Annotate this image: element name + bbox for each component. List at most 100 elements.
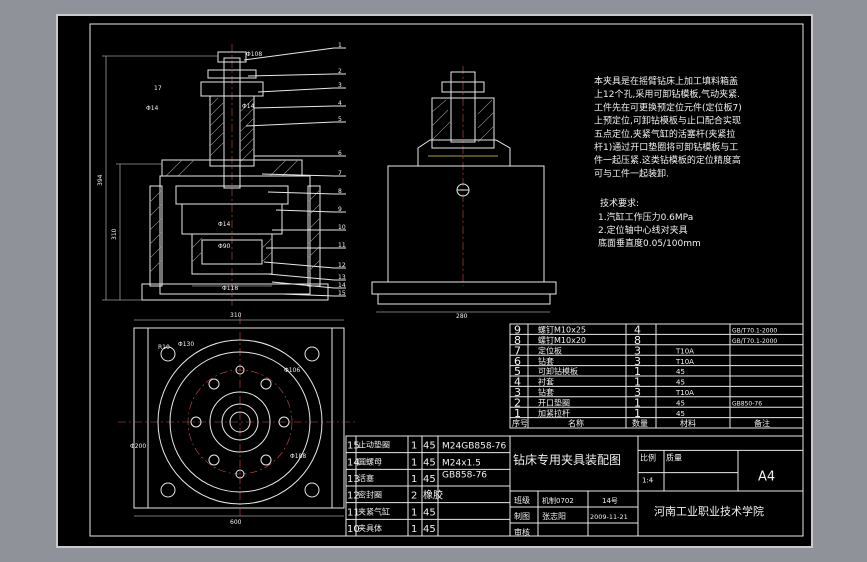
lower-bom-no: 15 xyxy=(347,441,360,452)
bom-no: 9 xyxy=(514,324,521,337)
note-line: 本夹具是在摇臂钻床上加工填料箱盖 xyxy=(594,75,738,87)
balloon-label: 12 xyxy=(338,262,346,269)
lower-bom-qty: 1 xyxy=(411,441,417,452)
bom-name: 可卸钻模板 xyxy=(538,366,578,376)
lower-bom-material: 45 xyxy=(423,474,436,485)
bom-material: T10A xyxy=(675,389,694,397)
balloon-label: 3 xyxy=(338,82,342,89)
balloon-leader xyxy=(261,173,335,177)
bom-qty: 1 xyxy=(634,365,641,378)
lower-bom-no: 11 xyxy=(347,507,360,518)
weight-label: 质量 xyxy=(666,452,682,462)
balloon-leader xyxy=(253,105,335,109)
bom-qty: 3 xyxy=(634,355,641,368)
dim-shaft-dia: Φ14 xyxy=(242,103,255,110)
dim-side-width: 280 xyxy=(456,313,468,320)
note-line: 上12个孔,采用可卸钻模板,气动夹紧. xyxy=(594,88,740,100)
bom-qty: 1 xyxy=(634,407,641,420)
bom-no: 5 xyxy=(514,365,521,378)
balloon-label: 4 xyxy=(338,100,342,107)
balloon-label: 15 xyxy=(338,290,346,297)
balloon-label: 1 xyxy=(338,42,342,49)
balloon-leader xyxy=(263,261,335,269)
note-line: 上预定位,可卸钻模板与止口配合实现 xyxy=(594,115,741,127)
bom-qty: 4 xyxy=(634,324,641,337)
balloon-label: 7 xyxy=(338,170,342,177)
note-line: 杆1)通过开口垫圈将可卸钻模板与工 xyxy=(594,141,738,153)
bom-name: 钻套 xyxy=(538,387,554,397)
dim-plan-r2: R10 xyxy=(158,344,170,351)
bom-no: 7 xyxy=(514,344,521,357)
dim-plan-r4: Φ200 xyxy=(130,443,146,450)
bom-material: T10A xyxy=(675,347,694,355)
scale-value: 1:4 xyxy=(642,477,654,485)
balloon-label: 8 xyxy=(338,188,342,195)
bom-no: 1 xyxy=(514,407,521,420)
balloon-leader xyxy=(271,281,335,289)
bom-header-qty: 数量 xyxy=(632,418,648,428)
balloon-label: 6 xyxy=(338,150,342,157)
balloon-leader xyxy=(245,121,335,127)
bom-name: 螺钉M10x20 xyxy=(538,335,586,345)
dim-top-dia: Φ108 xyxy=(246,51,262,58)
dim-plan-r3: Φ106 xyxy=(284,367,300,374)
bom-qty: 1 xyxy=(634,396,641,409)
plan-view: 310 600 Φ130 R10 Φ106 Φ200 Φ188 xyxy=(118,312,358,526)
title-frame xyxy=(509,435,804,537)
student-number: 14号 xyxy=(602,497,618,505)
dim-plan-width: 310 xyxy=(230,312,242,319)
draw-label: 制图 xyxy=(514,511,530,521)
draw-date: 2009-11-21 xyxy=(590,513,628,521)
balloon-label: 9 xyxy=(338,206,342,213)
class-label: 班级 xyxy=(514,495,530,505)
lower-bom-qty: 2 xyxy=(411,491,417,502)
tech-req-line: 2.定位轴中心线对夹具 xyxy=(598,224,688,236)
dim-plan-r5: Φ188 xyxy=(290,453,306,460)
class-value: 机制0702 xyxy=(542,496,574,505)
technical-notes: 本夹具是在摇臂钻床上加工填料箱盖上12个孔,采用可卸钻模板,气动夹紧.工件先在可… xyxy=(594,75,742,249)
lower-bom-qty: 1 xyxy=(411,507,417,518)
dim-left-len: 17 xyxy=(154,85,162,92)
note-line: 可与工件一起装卸. xyxy=(594,167,669,179)
balloon-leader xyxy=(275,209,335,213)
lower-bom-name: 圆螺母 xyxy=(358,456,382,466)
note-line: 件一起压紧.这类钻模板的定位精度高 xyxy=(594,154,741,166)
dim-overall-height: 394 xyxy=(97,174,104,186)
school-name: 河南工业职业技术学院 xyxy=(654,504,764,518)
bom-header-name: 名称 xyxy=(568,418,584,428)
lower-bom-material: 橡胶 xyxy=(423,489,443,502)
assembly-drawing: 394 310 Φ108 Φ14 Φ14 17 Φ14 Φ90 Φ118 123… xyxy=(89,23,804,537)
bom-name: 螺钉M10x25 xyxy=(538,325,586,335)
lower-bom-material: 45 xyxy=(423,507,436,518)
bom-name: 衬套 xyxy=(538,377,554,387)
dim-body-height: 310 xyxy=(111,228,118,240)
tech-req-title: 技术要求: xyxy=(600,197,639,209)
bom-standard: GB/T70.1-2000 xyxy=(732,328,777,335)
lower-bom-qty: 1 xyxy=(411,474,417,485)
lower-bom-no: 13 xyxy=(347,474,360,485)
lower-bom-name: 夹具体 xyxy=(358,523,382,533)
dim-pin-dia: Φ14 xyxy=(218,221,231,228)
bom-name: 开口垫圈 xyxy=(538,397,570,407)
balloon-label: 14 xyxy=(338,282,346,289)
balloon-label: 10 xyxy=(338,224,346,231)
lower-bom-name: 止动垫圈 xyxy=(358,440,390,450)
bom-material: T10A xyxy=(675,358,694,366)
tech-req-line: 1.汽缸工作压力0.6MPa xyxy=(598,211,693,223)
lower-bom-name: 夹紧气缸 xyxy=(358,506,390,516)
lower-bom-name: 活塞 xyxy=(358,473,374,483)
lower-bom-qty: 1 xyxy=(411,457,417,468)
dim-plan-bottom: 600 xyxy=(230,519,242,526)
check-label: 审核 xyxy=(514,527,530,537)
lower-bom-material: 45 xyxy=(423,441,436,452)
bom-no: 3 xyxy=(514,386,521,399)
lower-bom-no: 14 xyxy=(347,457,360,468)
bom-name: 钻套 xyxy=(538,356,554,366)
bom-no: 4 xyxy=(514,376,521,389)
bom-material: 45 xyxy=(676,399,685,407)
dim-body-inner: Φ118 xyxy=(222,285,238,292)
balloon-label: 5 xyxy=(338,116,342,123)
